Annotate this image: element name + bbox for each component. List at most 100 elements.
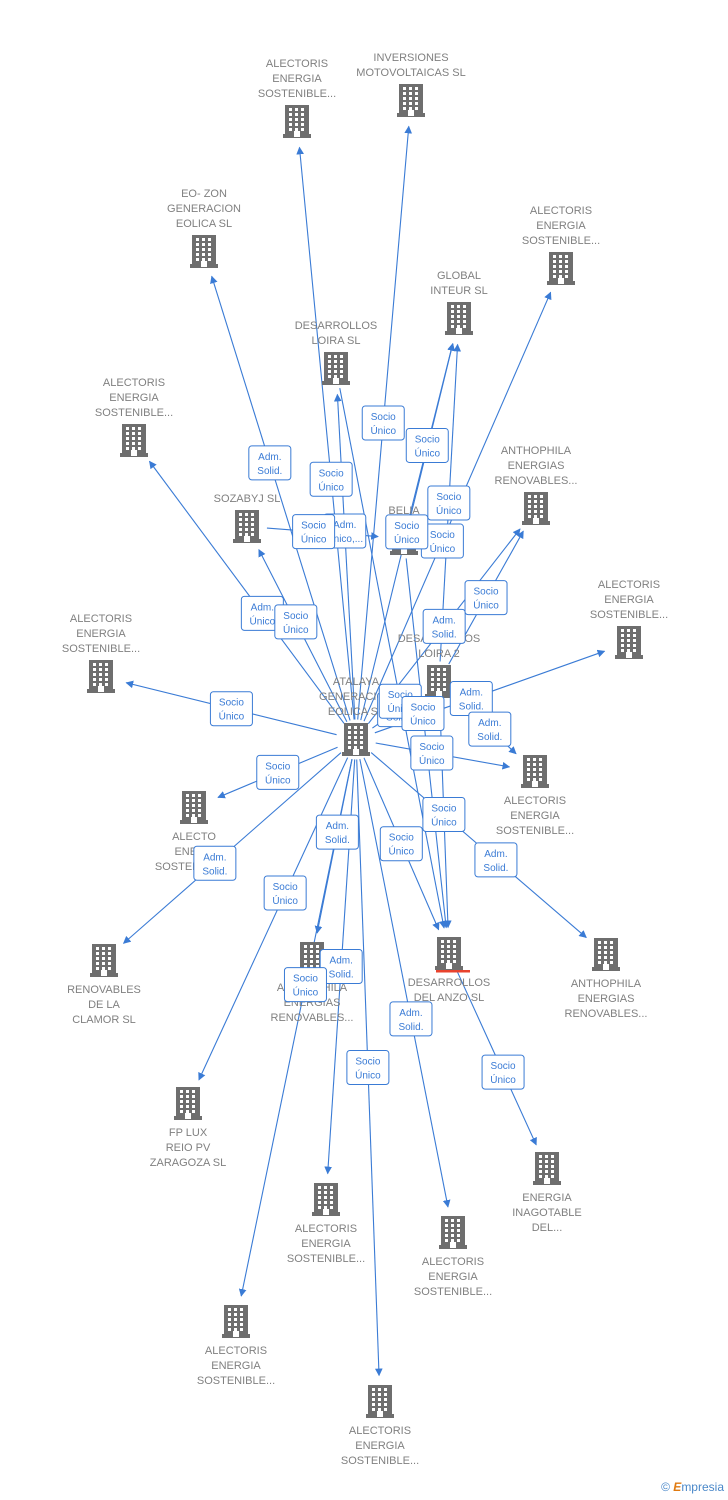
node-label-line: DESARROLLOS [295,320,378,332]
relation-type: Adm. [432,615,455,626]
relation-detail: Único [219,710,245,723]
relation-detail: Único [394,533,420,546]
building-icon [521,755,549,788]
relation-detail: Único [419,754,445,767]
relation-label[interactable]: Adm.Solid. [389,1001,433,1037]
relations-layer: SocioÚnicoSocioÚnicoAdm.Solid.SocioÚnico… [193,405,525,1090]
building-icon [87,660,115,693]
company-node[interactable]: ALECTORISENERGIASOSTENIBLE... [414,1216,492,1298]
node-label-line: CLAMOR SL [72,1014,136,1026]
node-label-line: INAGOTABLE [512,1207,581,1219]
building-icon [425,665,453,698]
edge-n14-n6 [333,393,356,720]
relation-detail: Único [473,599,499,612]
relation-type: Socio [436,492,461,503]
node-label-line: ALECTORIS [70,613,132,625]
node-label-line: ENERGIA [211,1360,261,1372]
relation-detail: Solid. [483,863,508,874]
relation-label[interactable]: Adm.Solid. [474,842,518,878]
company-node[interactable]: ANTHOPHILAENERGIASRENOVABLES... [565,938,648,1020]
node-label-line: DE LA [88,999,120,1011]
company-node[interactable]: ALECTORISENERGIASOSTENIBLE... [287,1183,365,1265]
company-node[interactable]: ENERGIAINAGOTABLEDEL... [512,1152,582,1234]
node-label-line: ALECTORIS [205,1345,267,1357]
relation-label[interactable]: Adm.Solid. [315,814,359,850]
relation-type: Socio [389,833,414,844]
relation-label[interactable]: Adm.Solid. [449,681,493,717]
relation-type: Socio [430,530,455,541]
relation-detail: Solid. [329,970,354,981]
relation-type: Adm. [460,688,483,699]
relation-type: Socio [491,1061,516,1072]
relation-detail: Único [355,1069,381,1082]
building-icon [397,84,425,117]
node-label-line: INVERSIONES [373,52,448,64]
node-label-line: RENOVABLES... [565,1008,648,1020]
company-node[interactable]: ALECTORISENERGIASOSTENIBLE... [522,205,600,285]
company-node[interactable]: ALECTORISENERGIASOSTENIBLE... [590,579,668,659]
node-label-line: ALECTORIS [598,579,660,591]
relation-label[interactable]: Adm.Solid. [248,445,292,481]
relation-label[interactable]: Adm.Solid. [468,711,512,747]
relation-label[interactable]: Adm.Solid. [422,608,466,644]
edge-n14-n21 [198,757,349,1081]
company-node[interactable]: ALECTORISENERGIASOSTENIBLE... [496,755,574,837]
relation-label[interactable]: Adm.Único [240,595,284,631]
relation-detail: Solid. [398,1022,423,1033]
relation-type: Adm. [203,852,226,863]
node-label-line: ENERGIA [109,392,159,404]
relation-type: Socio [431,804,456,815]
company-node[interactable]: ALECTORISENERGIASOSTENIBLE... [341,1385,419,1467]
node-label-line: ZARAGOZA SL [150,1157,226,1169]
node-label-line: ALECTORIS [349,1425,411,1437]
node-label-line: GENERACION [319,691,393,703]
relation-type: Socio [273,882,298,893]
node-label-line: ANTHOPHILA [571,978,642,990]
node-label-line: REIO PV [166,1142,211,1154]
company-node[interactable]: ANTHOPHILAENERGIASRENOVABLES... [495,445,578,525]
copyright-icon: © [661,1480,670,1494]
company-node[interactable]: INVERSIONES MOTOVOLTAICAS SL [356,52,466,117]
node-label-line: MOTOVOLTAICAS SL [356,67,465,79]
relation-type: Adm. [333,520,356,531]
building-icon [90,944,118,977]
relation-label[interactable]: Adm.Solid. [193,845,237,881]
company-node[interactable]: ALECTORISENERGIASOSTENIBLE... [197,1305,275,1387]
company-node[interactable]: ALECTORISENERGIASOSTENIBLE... [95,377,173,457]
relation-detail: Único [490,1073,516,1086]
relation-detail: Único [410,714,436,727]
building-icon [615,626,643,659]
company-node[interactable]: SOZABYJ SL [214,493,281,543]
relation-label[interactable]: Adm.Solid. [319,949,363,985]
company-node[interactable]: ALECTORISENERGIASOSTENIBLE... [258,58,336,138]
company-node[interactable]: ALECTORISENERGIASOSTENIBLE... [62,613,140,693]
building-icon [445,302,473,335]
